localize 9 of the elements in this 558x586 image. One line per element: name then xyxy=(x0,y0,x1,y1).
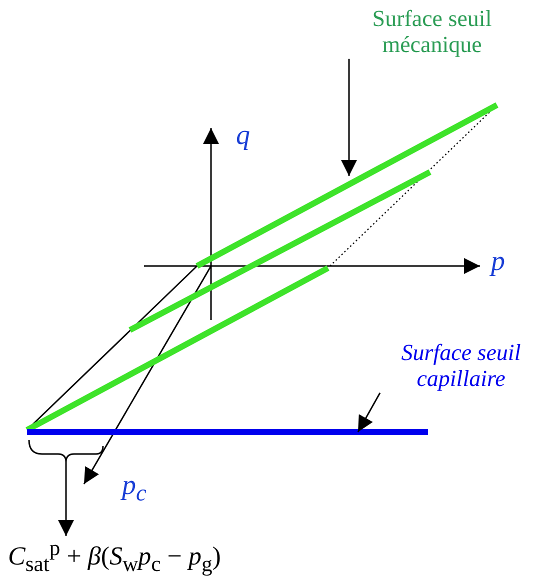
surface-label: Surface seuil capillaire xyxy=(372,340,550,393)
axis-label: p$_{c}$ xyxy=(122,470,146,508)
surface-label: Surface seuil mécanique xyxy=(330,6,534,59)
axis-label: p xyxy=(491,246,505,278)
leader-arrow xyxy=(58,462,74,536)
formula-text: C$_{sat}$$^{p}$ + β(S$_{w}$p$_{c}$ − p$_{g}$) xyxy=(8,536,278,577)
leader-arrow xyxy=(341,58,357,176)
leader-arrow xyxy=(357,392,381,432)
axis-label: q xyxy=(236,120,250,152)
